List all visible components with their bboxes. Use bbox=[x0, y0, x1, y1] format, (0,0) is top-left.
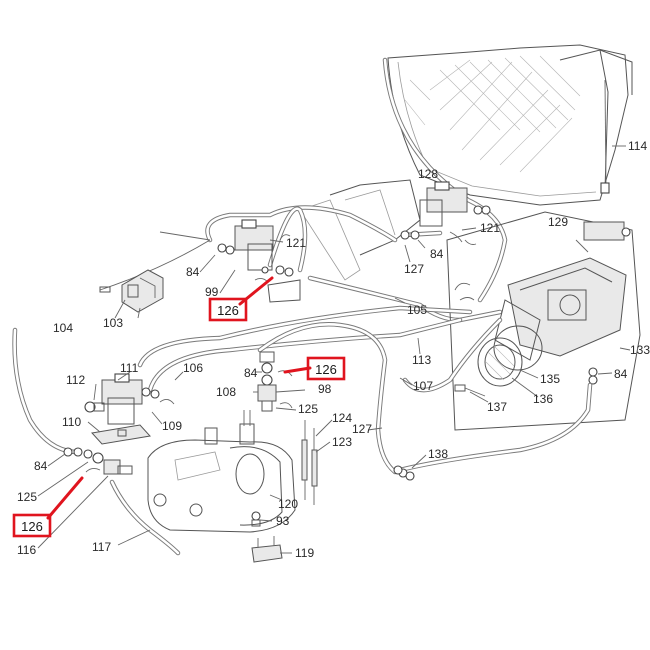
part-label: 125 bbox=[298, 402, 318, 416]
brew-group-133 bbox=[446, 211, 641, 431]
part-label: 84 bbox=[34, 459, 48, 473]
part-label: 133 bbox=[630, 343, 650, 357]
part-label: 137 bbox=[487, 400, 507, 414]
part-label: 107 bbox=[413, 379, 433, 393]
part-label: 128 bbox=[418, 167, 438, 181]
part-label: 136 bbox=[533, 392, 553, 406]
part-label: 103 bbox=[103, 316, 123, 330]
part-label: 123 bbox=[332, 435, 352, 449]
connector-103 bbox=[121, 269, 164, 313]
screw-137 bbox=[454, 384, 486, 397]
part-label: 119 bbox=[295, 546, 314, 560]
part-label: 84 bbox=[186, 265, 200, 279]
part-label: 109 bbox=[162, 419, 182, 433]
part-label: 105 bbox=[407, 303, 427, 317]
cable-104 bbox=[99, 231, 211, 293]
seal-135-136 bbox=[477, 325, 543, 387]
tube-set-middle bbox=[137, 282, 593, 481]
part-label: 117 bbox=[92, 540, 111, 554]
part-label: 111 bbox=[120, 361, 139, 375]
part-label: 110 bbox=[62, 415, 81, 429]
screw-93 bbox=[251, 511, 261, 527]
part-label: 127 bbox=[404, 262, 424, 276]
part-label: 84 bbox=[430, 247, 444, 261]
part-label: 129 bbox=[548, 215, 568, 229]
part-label: 104 bbox=[53, 321, 73, 335]
solenoid-valve-111 bbox=[101, 373, 175, 425]
highlight-label: 126 bbox=[315, 362, 337, 377]
part-label: 120 bbox=[278, 497, 298, 511]
part-label: 93 bbox=[276, 514, 290, 528]
leader-lines bbox=[37, 145, 631, 554]
part-label: 127 bbox=[352, 422, 372, 436]
part-label: 84 bbox=[244, 366, 258, 380]
part-label: 113 bbox=[412, 353, 431, 367]
part-label: 121 bbox=[480, 221, 500, 235]
sensors-124-123 bbox=[301, 420, 318, 505]
chassis-frame bbox=[267, 44, 633, 303]
part-label: 125 bbox=[17, 490, 37, 504]
oring-138 bbox=[393, 465, 403, 475]
highlight-label: 126 bbox=[21, 519, 43, 534]
plate-110 bbox=[91, 424, 151, 445]
solenoid-valve-121 bbox=[217, 219, 294, 283]
part-label: 116 bbox=[17, 543, 36, 557]
part-label: 121 bbox=[286, 236, 306, 250]
part-labels: 114 128 129 121 121 84 84 84 84 84 99 12… bbox=[17, 139, 650, 560]
fittings-98-108 bbox=[257, 351, 293, 412]
part-label: 108 bbox=[216, 385, 236, 399]
boiler-120 bbox=[147, 410, 296, 533]
highlight-label: 126 bbox=[217, 303, 239, 318]
part-label: 106 bbox=[183, 361, 203, 375]
highlight-126-middle: 126 bbox=[306, 356, 346, 381]
part-label: 124 bbox=[332, 411, 352, 425]
part-label: 114 bbox=[628, 139, 647, 153]
bracket-119 bbox=[251, 536, 283, 563]
part-label: 99 bbox=[205, 285, 219, 299]
knob-112 bbox=[84, 401, 105, 413]
highlight-126-lower: 126 bbox=[12, 513, 52, 538]
part-label: 98 bbox=[318, 382, 332, 396]
part-label: 135 bbox=[540, 372, 560, 386]
highlight-126-upper: 126 bbox=[208, 297, 248, 322]
solenoid-valve-128 bbox=[400, 181, 491, 245]
part-label: 138 bbox=[428, 447, 448, 461]
part-label: 84 bbox=[614, 367, 628, 381]
part-label: 112 bbox=[66, 373, 85, 387]
